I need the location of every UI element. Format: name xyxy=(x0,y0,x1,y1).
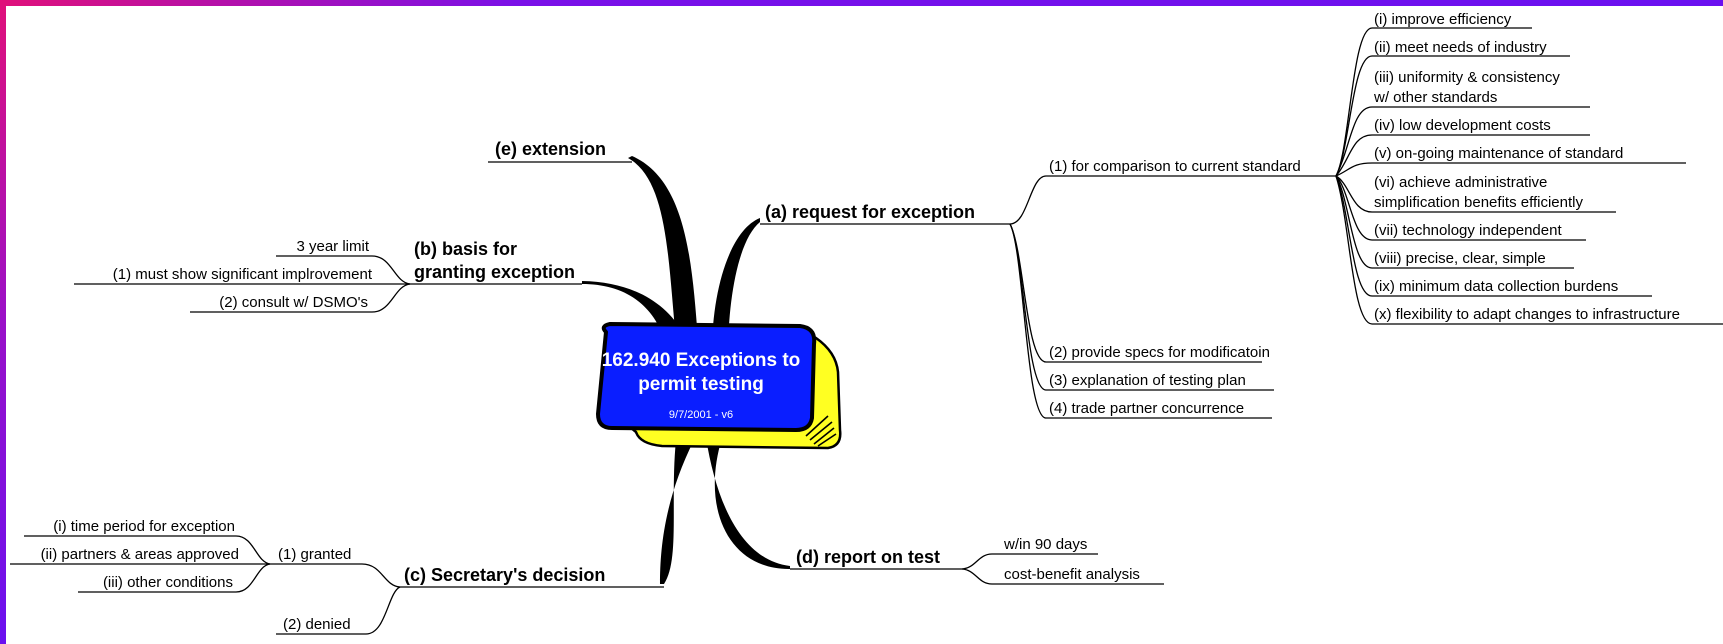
branch-c-label: (c) Secretary's decision xyxy=(404,565,606,585)
connector-a-plan xyxy=(1009,223,1274,391)
criterion-v: (v) on-going maintenance of standard xyxy=(1374,145,1624,162)
connector-crit-2 xyxy=(1335,55,1570,177)
node-a-comparison: (1) for comparison to current standard xyxy=(1049,158,1301,175)
connector-granted-i xyxy=(24,535,271,565)
connector-crit-8 xyxy=(1335,175,1574,269)
node-c-denied: (2) denied xyxy=(283,616,351,633)
connector-a-comparison xyxy=(1009,175,1336,225)
trunk-c xyxy=(660,440,694,584)
criterion-iv: (iv) low development costs xyxy=(1374,117,1551,134)
connector-c-denied xyxy=(276,586,401,635)
frame-top-border xyxy=(0,0,1723,6)
connector-crit-3 xyxy=(1335,106,1590,177)
criterion-iii-line1: (iii) uniformity & consistency xyxy=(1374,69,1560,86)
connector-a-specs xyxy=(1009,223,1262,363)
criterion-x: (x) flexibility to adapt changes to infr… xyxy=(1374,306,1680,323)
node-a-testing-plan: (3) explanation of testing plan xyxy=(1049,372,1246,389)
central-topic-shape xyxy=(596,322,842,450)
trunk-e xyxy=(628,156,698,340)
connector-crit-4 xyxy=(1335,134,1590,177)
connector-crit-6 xyxy=(1335,175,1616,213)
node-granted-partners: (ii) partners & areas approved xyxy=(40,546,239,563)
connector-d-90days xyxy=(961,553,1098,570)
node-a-specs: (2) provide specs for modificatoin xyxy=(1049,344,1270,361)
node-c-granted: (1) granted xyxy=(278,546,352,563)
connector-crit-7 xyxy=(1335,175,1586,241)
trunk-a xyxy=(712,218,760,356)
node-b-improvement: (1) must show significant implrovement xyxy=(112,266,372,283)
connector-a-concurrence xyxy=(1009,223,1272,419)
connector-crit-10 xyxy=(1335,175,1723,325)
node-d-cost-benefit: cost-benefit analysis xyxy=(1004,566,1140,583)
branch-e-label: (e) extension xyxy=(495,139,607,159)
criterion-vi-line1: (vi) achieve administrative xyxy=(1374,174,1548,191)
central-topic-title: 162.940 Exceptions to permit testing xyxy=(601,350,801,395)
frame-left-border xyxy=(0,0,6,644)
criterion-ix: (ix) minimum data collection burdens xyxy=(1374,278,1619,295)
node-granted-conditions: (iii) other conditions xyxy=(102,574,233,591)
node-a-concurrence: (4) trade partner concurrence xyxy=(1049,400,1245,417)
trunk-d xyxy=(706,438,790,570)
central-topic-date: 9/7/2001 - v6 xyxy=(668,409,734,421)
branch-d-label: (d) report on test xyxy=(796,547,940,567)
connector-b-dsmo xyxy=(190,283,411,313)
connector-d-costbenefit xyxy=(961,568,1164,585)
criterion-vi-line2: simplification benefits efficiently xyxy=(1374,194,1583,211)
branch-b-label-line1: (b) basis for xyxy=(414,239,518,259)
central-topic-box xyxy=(596,322,817,432)
branch-b-label-line2: granting exception xyxy=(414,262,576,282)
node-d-90-days: w/in 90 days xyxy=(1004,536,1088,553)
criterion-iii-line2: w/ other standards xyxy=(1374,89,1498,106)
node-b-3-year-limit: 3 year limit xyxy=(296,238,369,255)
branch-a-label: (a) request for exception xyxy=(765,202,976,222)
connector-crit-5 xyxy=(1335,162,1686,177)
connector-b-3year xyxy=(276,255,411,285)
node-granted-time-period: (i) time period for exception xyxy=(53,518,235,535)
connector-granted-iii xyxy=(78,563,271,593)
criterion-viii: (viii) precise, clear, simple xyxy=(1374,250,1546,267)
criterion-vii: (vii) technology independent xyxy=(1374,222,1562,239)
node-b-dsmo: (2) consult w/ DSMO's xyxy=(219,294,368,311)
criterion-ii: (ii) meet needs of industry xyxy=(1374,39,1547,56)
connector-c-granted xyxy=(270,563,401,588)
connector-crit-9 xyxy=(1335,175,1652,297)
criterion-i: (i) improve efficiency xyxy=(1374,11,1512,28)
